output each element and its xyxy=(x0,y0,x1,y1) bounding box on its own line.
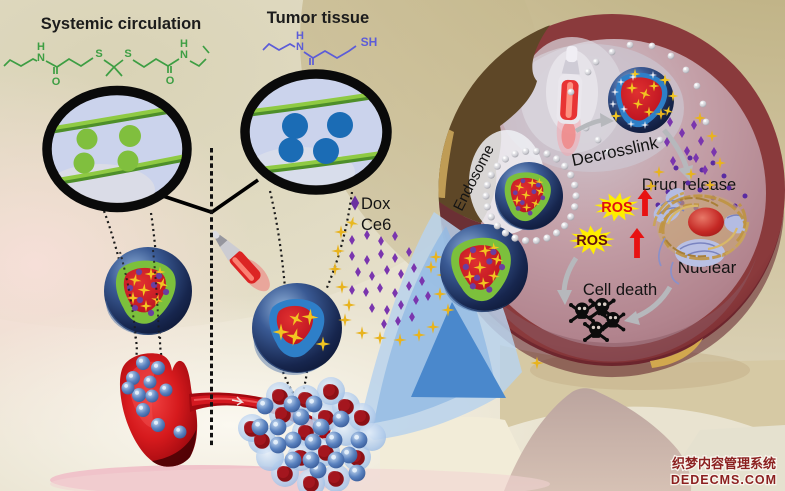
svg-text:Tumor tissue: Tumor tissue xyxy=(267,9,369,27)
svg-text:S: S xyxy=(124,48,131,60)
svg-text:SH: SH xyxy=(361,35,378,49)
svg-text:DEDECMS.COM: DEDECMS.COM xyxy=(671,473,777,487)
svg-text:Ce6: Ce6 xyxy=(361,216,391,234)
svg-text:N: N xyxy=(37,52,45,64)
svg-text:N: N xyxy=(180,49,188,61)
svg-text:H: H xyxy=(296,30,304,42)
svg-text:织梦内容管理系统: 织梦内容管理系统 xyxy=(672,456,776,471)
svg-text:ROS: ROS xyxy=(576,233,608,249)
svg-text:Systemic circulation: Systemic circulation xyxy=(41,15,201,33)
svg-text:H: H xyxy=(37,41,45,53)
svg-text:S: S xyxy=(95,48,102,60)
svg-text:ROS: ROS xyxy=(601,200,633,216)
svg-text:H: H xyxy=(180,38,188,50)
svg-text:N: N xyxy=(296,41,304,53)
svg-text:Dox: Dox xyxy=(361,195,391,213)
svg-text:O: O xyxy=(166,75,175,87)
svg-text:Cell death: Cell death xyxy=(583,281,657,299)
svg-text:O: O xyxy=(52,76,61,88)
